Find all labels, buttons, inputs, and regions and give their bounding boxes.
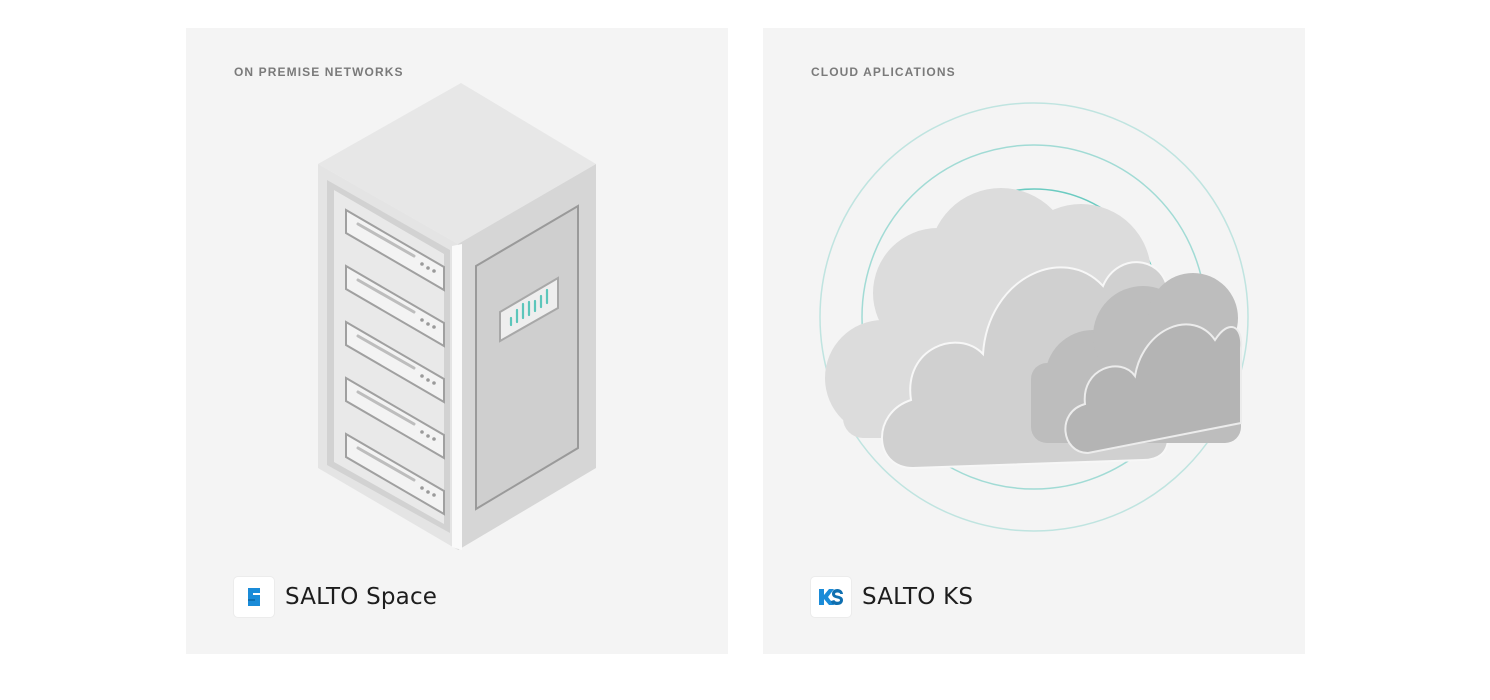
cloud-icon [819, 102, 1249, 532]
salto-space-brand-name: SALTO Space [285, 584, 438, 610]
cloud-aplications-label: CLOUD APLICATIONS [811, 65, 956, 79]
server-rack-icon [318, 83, 596, 550]
salto-ks-logo-icon [811, 577, 851, 617]
on-premise-networks-label: ON PREMISE NETWORKS [234, 65, 404, 79]
salto-space-s-logo-icon [234, 577, 274, 617]
on-premise-card: ON PREMISE NETWORKS [186, 28, 728, 654]
salto-ks-brand: SALTO KS [811, 577, 973, 617]
salto-ks-brand-name: SALTO KS [862, 584, 974, 610]
salto-space-brand: SALTO Space [234, 577, 437, 617]
cloud-card: CLOUD APLICATIONS [763, 28, 1305, 654]
